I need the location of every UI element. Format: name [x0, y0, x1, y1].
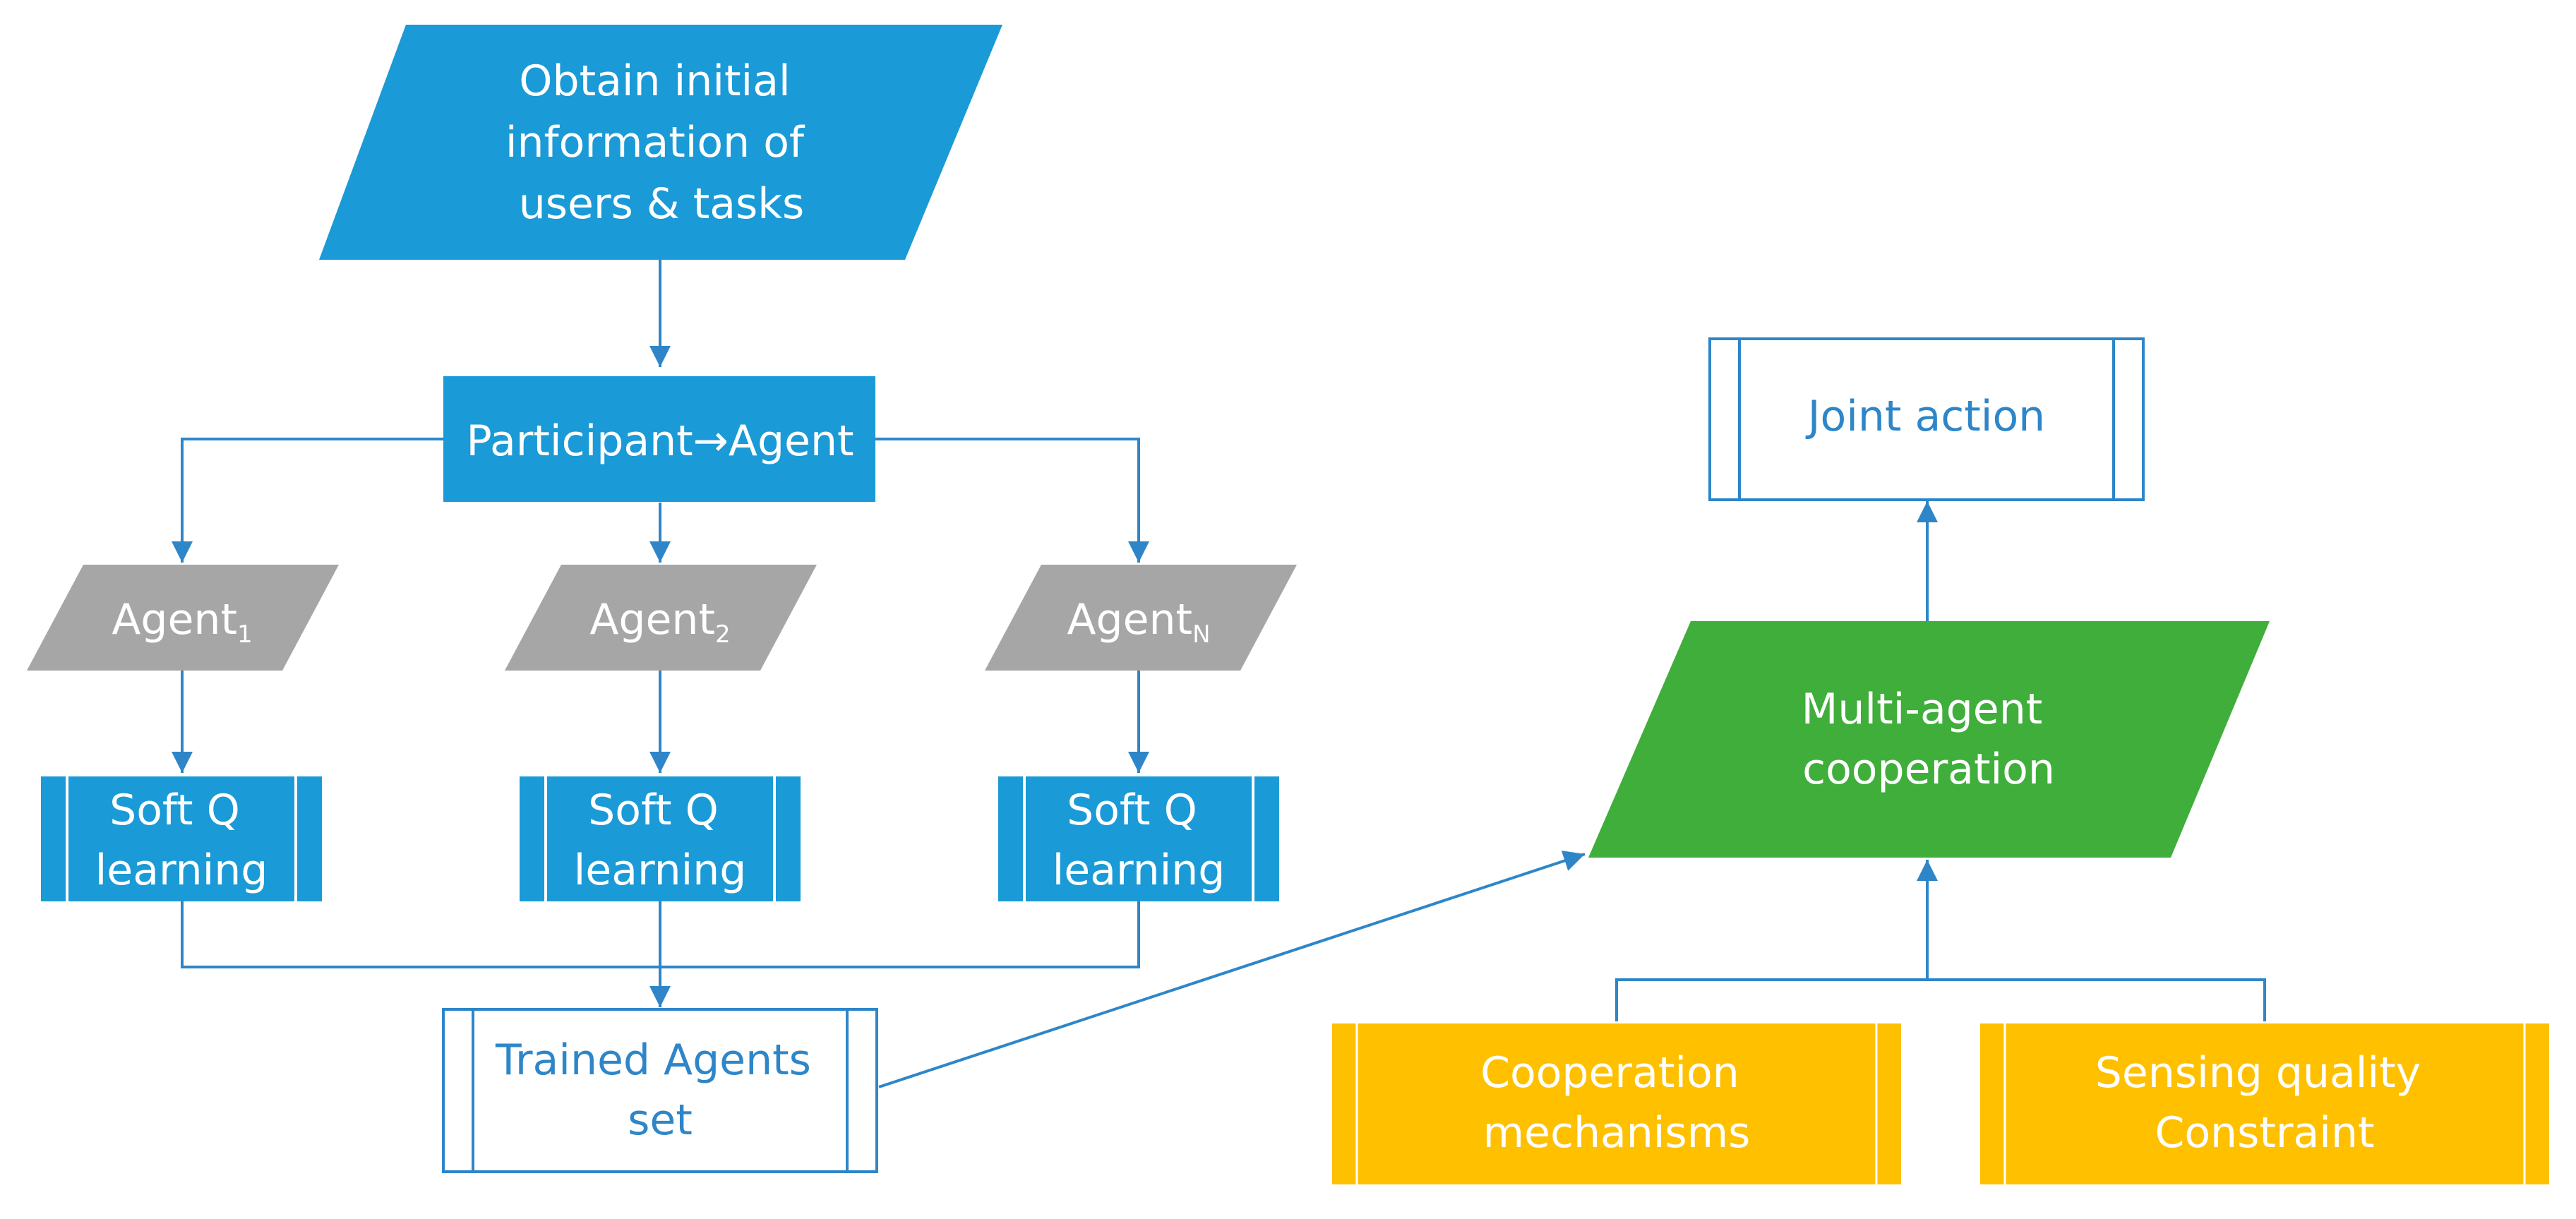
joint-action-shape: [1708, 337, 2145, 501]
obtain-info-line-3: users & tasks: [519, 179, 805, 229]
obtain-info-shape: [319, 25, 1002, 260]
multi-agent-shape: [1588, 621, 2270, 858]
trained-agents-line-2: set: [628, 1095, 693, 1145]
trained-agents-label: Trained Agents set: [495, 1035, 825, 1145]
trained-agents-line-1: Trained Agents: [495, 1035, 811, 1085]
softq-n-shape: [998, 776, 1279, 901]
sensing-quality-shape: [1980, 1023, 2549, 1184]
agent-2-base: Agent: [589, 595, 715, 644]
softq-1-line-1: Soft Q: [109, 786, 240, 835]
agent-1-label: Agent1: [112, 595, 252, 649]
agent-2-shape: [505, 565, 817, 671]
agent-1-sub: 1: [237, 620, 253, 649]
multi-agent-line-2: cooperation: [1802, 745, 2055, 794]
shapes: [27, 25, 2549, 1184]
participant-agent-label: Participant→Agent: [466, 416, 853, 466]
cooperation-mechanisms-shape: [1332, 1023, 1901, 1184]
softq-n-line-2: learning: [1053, 846, 1226, 895]
softq-2-label: Soft Q learning: [574, 786, 747, 895]
softq-1-shape: [41, 776, 322, 901]
cooperation-mechanisms-line-2: mechanisms: [1483, 1108, 1751, 1158]
agent-1-base: Agent: [112, 595, 237, 644]
multi-agent-label: Multi-agent cooperation: [1802, 685, 2056, 794]
agent-n-shape: [985, 565, 1297, 671]
agent-2-sub: 2: [715, 620, 731, 649]
softq-1-label: Soft Q learning: [95, 786, 268, 895]
softq-1-line-2: learning: [95, 846, 268, 895]
arrow-participant-to-agent-1: [172, 438, 446, 563]
joint-action-label: Joint action: [1805, 392, 2045, 441]
sensing-quality-label: Sensing quality Constraint: [2095, 1048, 2434, 1158]
obtain-info-line-1: Obtain initial: [519, 56, 790, 106]
sensing-quality-line-1: Sensing quality: [2095, 1048, 2421, 1098]
agent-2-label: Agent2: [589, 595, 730, 649]
cooperation-mechanisms-line-1: Cooperation: [1480, 1048, 1739, 1098]
obtain-info-line-2: information of: [505, 118, 805, 167]
agent-n-sub: N: [1192, 620, 1210, 649]
sensing-quality-line-2: Constraint: [2155, 1108, 2374, 1158]
line-bottom-merge: [1615, 978, 2266, 1021]
agent-n-base: Agent: [1067, 595, 1192, 644]
connectors: [172, 260, 2266, 1088]
softq-n-label: Soft Q learning: [1053, 786, 1226, 895]
softq-2-line-2: learning: [574, 846, 747, 895]
multi-agent-line-1: Multi-agent: [1802, 685, 2043, 734]
cooperation-mechanisms-label: Cooperation mechanisms: [1480, 1048, 1753, 1158]
arrow-participant-to-agent-n: [875, 438, 1149, 563]
trained-agents-shape: [442, 1008, 878, 1173]
agent-n-label: AgentN: [1067, 595, 1210, 649]
participant-agent-shape: [443, 376, 875, 502]
labels: Obtain initial information of users & ta…: [95, 56, 2434, 1158]
softq-2-line-1: Soft Q: [588, 786, 719, 835]
arrow-trained-to-multiagent: [878, 851, 1586, 1088]
softq-n-line-1: Soft Q: [1067, 786, 1197, 835]
agent-1-shape: [27, 565, 339, 671]
obtain-info-label: Obtain initial information of users & ta…: [505, 56, 817, 229]
softq-2-shape: [520, 776, 801, 901]
